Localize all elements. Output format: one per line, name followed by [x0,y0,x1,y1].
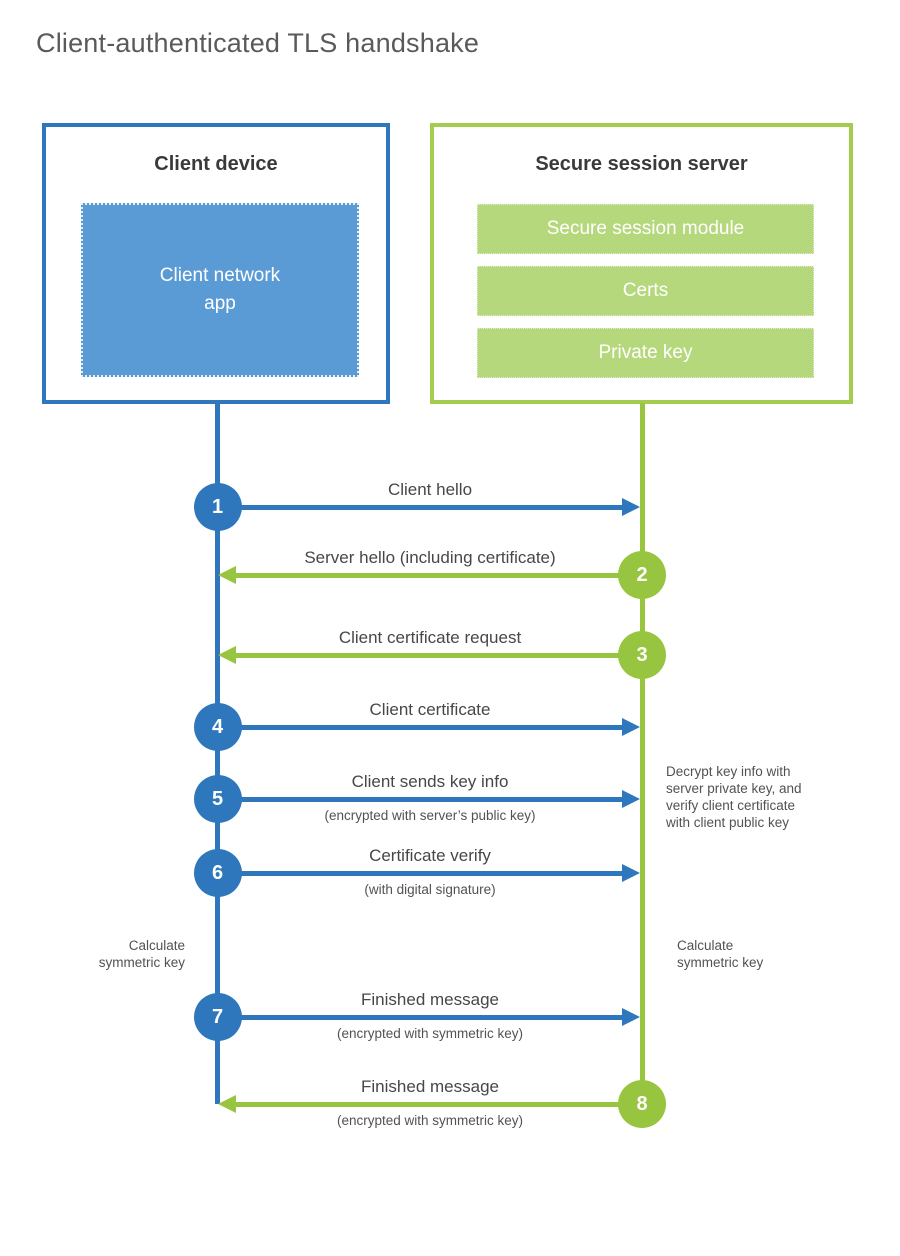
arrowhead-right-icon [622,498,640,516]
message-arrow-line [217,796,622,802]
client-lifeline [215,404,220,1104]
arrowhead-right-icon [622,864,640,882]
server-module-certs: Certs [477,266,814,316]
step-badge-2: 2 [618,551,666,599]
message-arrow-line [217,724,622,730]
arrowhead-left-icon [218,646,236,664]
secure-session-server-title: Secure session server [535,153,748,175]
server-module-private-key: Private key [477,328,814,378]
arrowhead-right-icon [622,790,640,808]
step-badge-8: 8 [618,1080,666,1128]
arrowhead-right-icon [622,1008,640,1026]
note-calculate-key-server: Calculate symmetric key [677,938,764,970]
message-arrow-line [236,572,642,578]
message-arrow-line [236,1101,642,1107]
step-badge-6: 6 [193,849,242,897]
message-sublabel: (encrypted with server’s public key) [324,808,536,823]
message-arrow-line [217,504,622,510]
page-title: Client-authenticated TLS handshake [36,28,480,58]
step-badge-3: 3 [618,631,666,679]
message-sublabel: (encrypted with symmetric key) [336,1113,524,1128]
step-badge-7: 7 [193,993,242,1041]
client-device-title: Client device [154,153,278,175]
step-badge-5: 5 [193,775,242,823]
server-module-secure-session: Secure session module [477,204,814,254]
message-label: Client sends key info [351,772,509,791]
arrowhead-right-icon [622,718,640,736]
message-arrow-line [217,870,622,876]
client-device-box: Client device Client network app [42,123,390,404]
message-arrow-line [236,652,642,658]
message-label: Client certificate request [338,628,522,647]
arrowhead-left-icon [218,1095,236,1113]
server-lifeline [640,403,645,1104]
message-label: Server hello (including certificate) [304,548,556,567]
message-sublabel: (encrypted with symmetric key) [336,1026,524,1041]
message-sublabel: (with digital signature) [364,882,496,897]
message-label: Finished message [361,990,499,1009]
message-arrow-line [217,1014,622,1020]
note-calculate-key-client: Calculate symmetric key [98,938,185,970]
step-badge-4: 4 [193,703,242,751]
step-badge-1: 1 [193,483,242,531]
secure-session-server-box: Secure session server Secure session mod… [430,123,853,404]
message-label: Finished message [361,1077,499,1096]
message-label: Client hello [387,480,473,499]
message-label: Certificate verify [369,846,491,865]
message-label: Client certificate [369,700,491,719]
note-decrypt-key-info: Decrypt key info with server private key… [666,764,802,830]
arrowhead-left-icon [218,566,236,584]
client-network-app-box: Client network app [81,203,359,377]
